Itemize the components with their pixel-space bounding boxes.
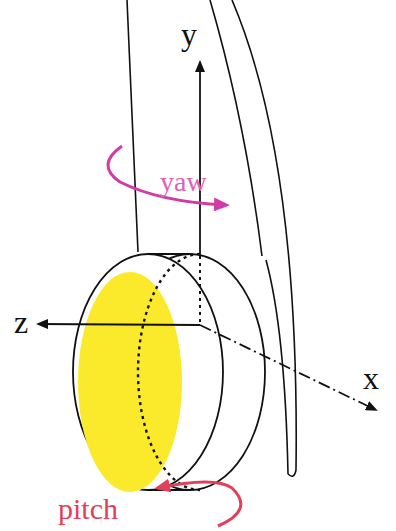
yellow-disc [78,272,182,492]
hidden-edge [138,254,200,490]
x-axis [200,325,376,410]
axis-label: z [14,306,28,338]
rotation-label: pitch [58,494,118,524]
axis-label: x [363,362,379,394]
hidden-axis [199,256,201,325]
fork-arm [210,0,262,256]
pitch-arrow [158,482,241,526]
yaw-arrow [108,146,226,205]
y-axis [199,62,201,256]
rotation-label: yaw [160,168,207,196]
z-axis [38,324,200,325]
fork-arm [127,0,138,252]
axis-label: y [181,18,197,50]
fork-arm [266,260,288,474]
